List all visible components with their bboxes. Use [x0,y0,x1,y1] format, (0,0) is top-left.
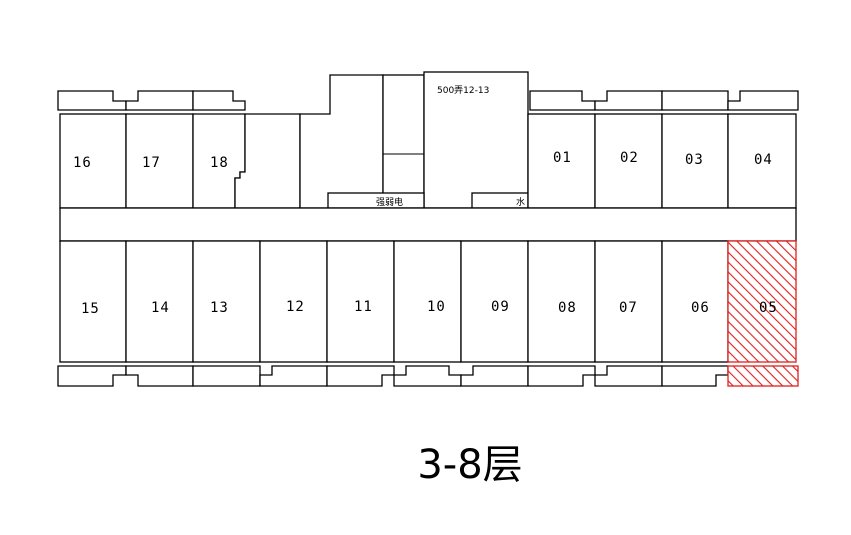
unit-06 [661,240,729,363]
core-lift-shaft [382,74,425,209]
unit-09 [460,240,529,363]
balcony-top-right-3 [661,90,729,111]
balcony-bottom-05 [727,365,799,387]
balcony-top-left [57,90,127,111]
balcony-bottom-1 [57,365,127,387]
unit-label-05: 05 [759,300,778,316]
balcony-bottom-3 [192,365,261,387]
unit-label-10: 10 [427,299,446,315]
unit-12 [259,240,328,363]
unit-label-14: 14 [151,300,170,316]
balcony-top-right-1 [529,90,596,111]
unit-label-02: 02 [620,150,639,166]
room-water-label: 水 [516,196,525,208]
balcony-bottom-5 [326,365,395,387]
unit-label-01: 01 [553,150,572,166]
unit-label-16: 16 [73,155,92,171]
unit-label-11: 11 [354,299,373,315]
balcony-top-left-3 [192,90,246,111]
unit-08 [527,240,596,363]
unit-label-12: 12 [286,299,305,315]
unit-17 [125,113,194,209]
unit-10 [393,240,462,363]
unit-16 [59,113,127,209]
unit-03 [661,113,729,209]
unit-18-annex [234,113,301,209]
building-label: 500弄12-13 [437,85,489,96]
unit-label-07: 07 [619,300,638,316]
unit-label-13: 13 [210,300,229,316]
balcony-bottom-7 [460,365,529,387]
unit-15 [59,240,127,363]
unit-04 [727,113,797,209]
unit-11 [326,240,395,363]
unit-label-03: 03 [685,152,704,168]
corridor [59,207,797,242]
unit-label-17: 17 [142,155,161,171]
unit-02 [594,113,663,209]
room-power-label: 强弱电 [376,196,403,208]
balcony-top-right-2 [594,90,663,111]
balcony-top-left-2 [125,90,194,111]
unit-label-06: 06 [691,300,710,316]
unit-label-18: 18 [210,155,229,171]
unit-label-04: 04 [754,152,773,168]
unit-label-08: 08 [558,300,577,316]
unit-01 [527,113,596,209]
unit-14 [125,240,194,363]
unit-05 [727,240,797,363]
balcony-bottom-6 [393,365,462,387]
unit-label-15: 15 [81,301,100,317]
unit-13 [192,240,261,363]
balcony-top-right-4 [727,90,799,111]
balcony-bottom-2 [125,365,194,387]
balcony-bottom-8 [527,365,596,387]
core-stair [299,74,384,209]
balcony-bottom-10 [661,365,729,387]
unit-label-09: 09 [491,299,510,315]
balcony-bottom-4 [259,365,328,387]
balcony-bottom-9 [594,365,663,387]
floor-title: 3-8层 [417,442,523,488]
unit-07 [594,240,663,363]
core-lobby [423,71,529,209]
